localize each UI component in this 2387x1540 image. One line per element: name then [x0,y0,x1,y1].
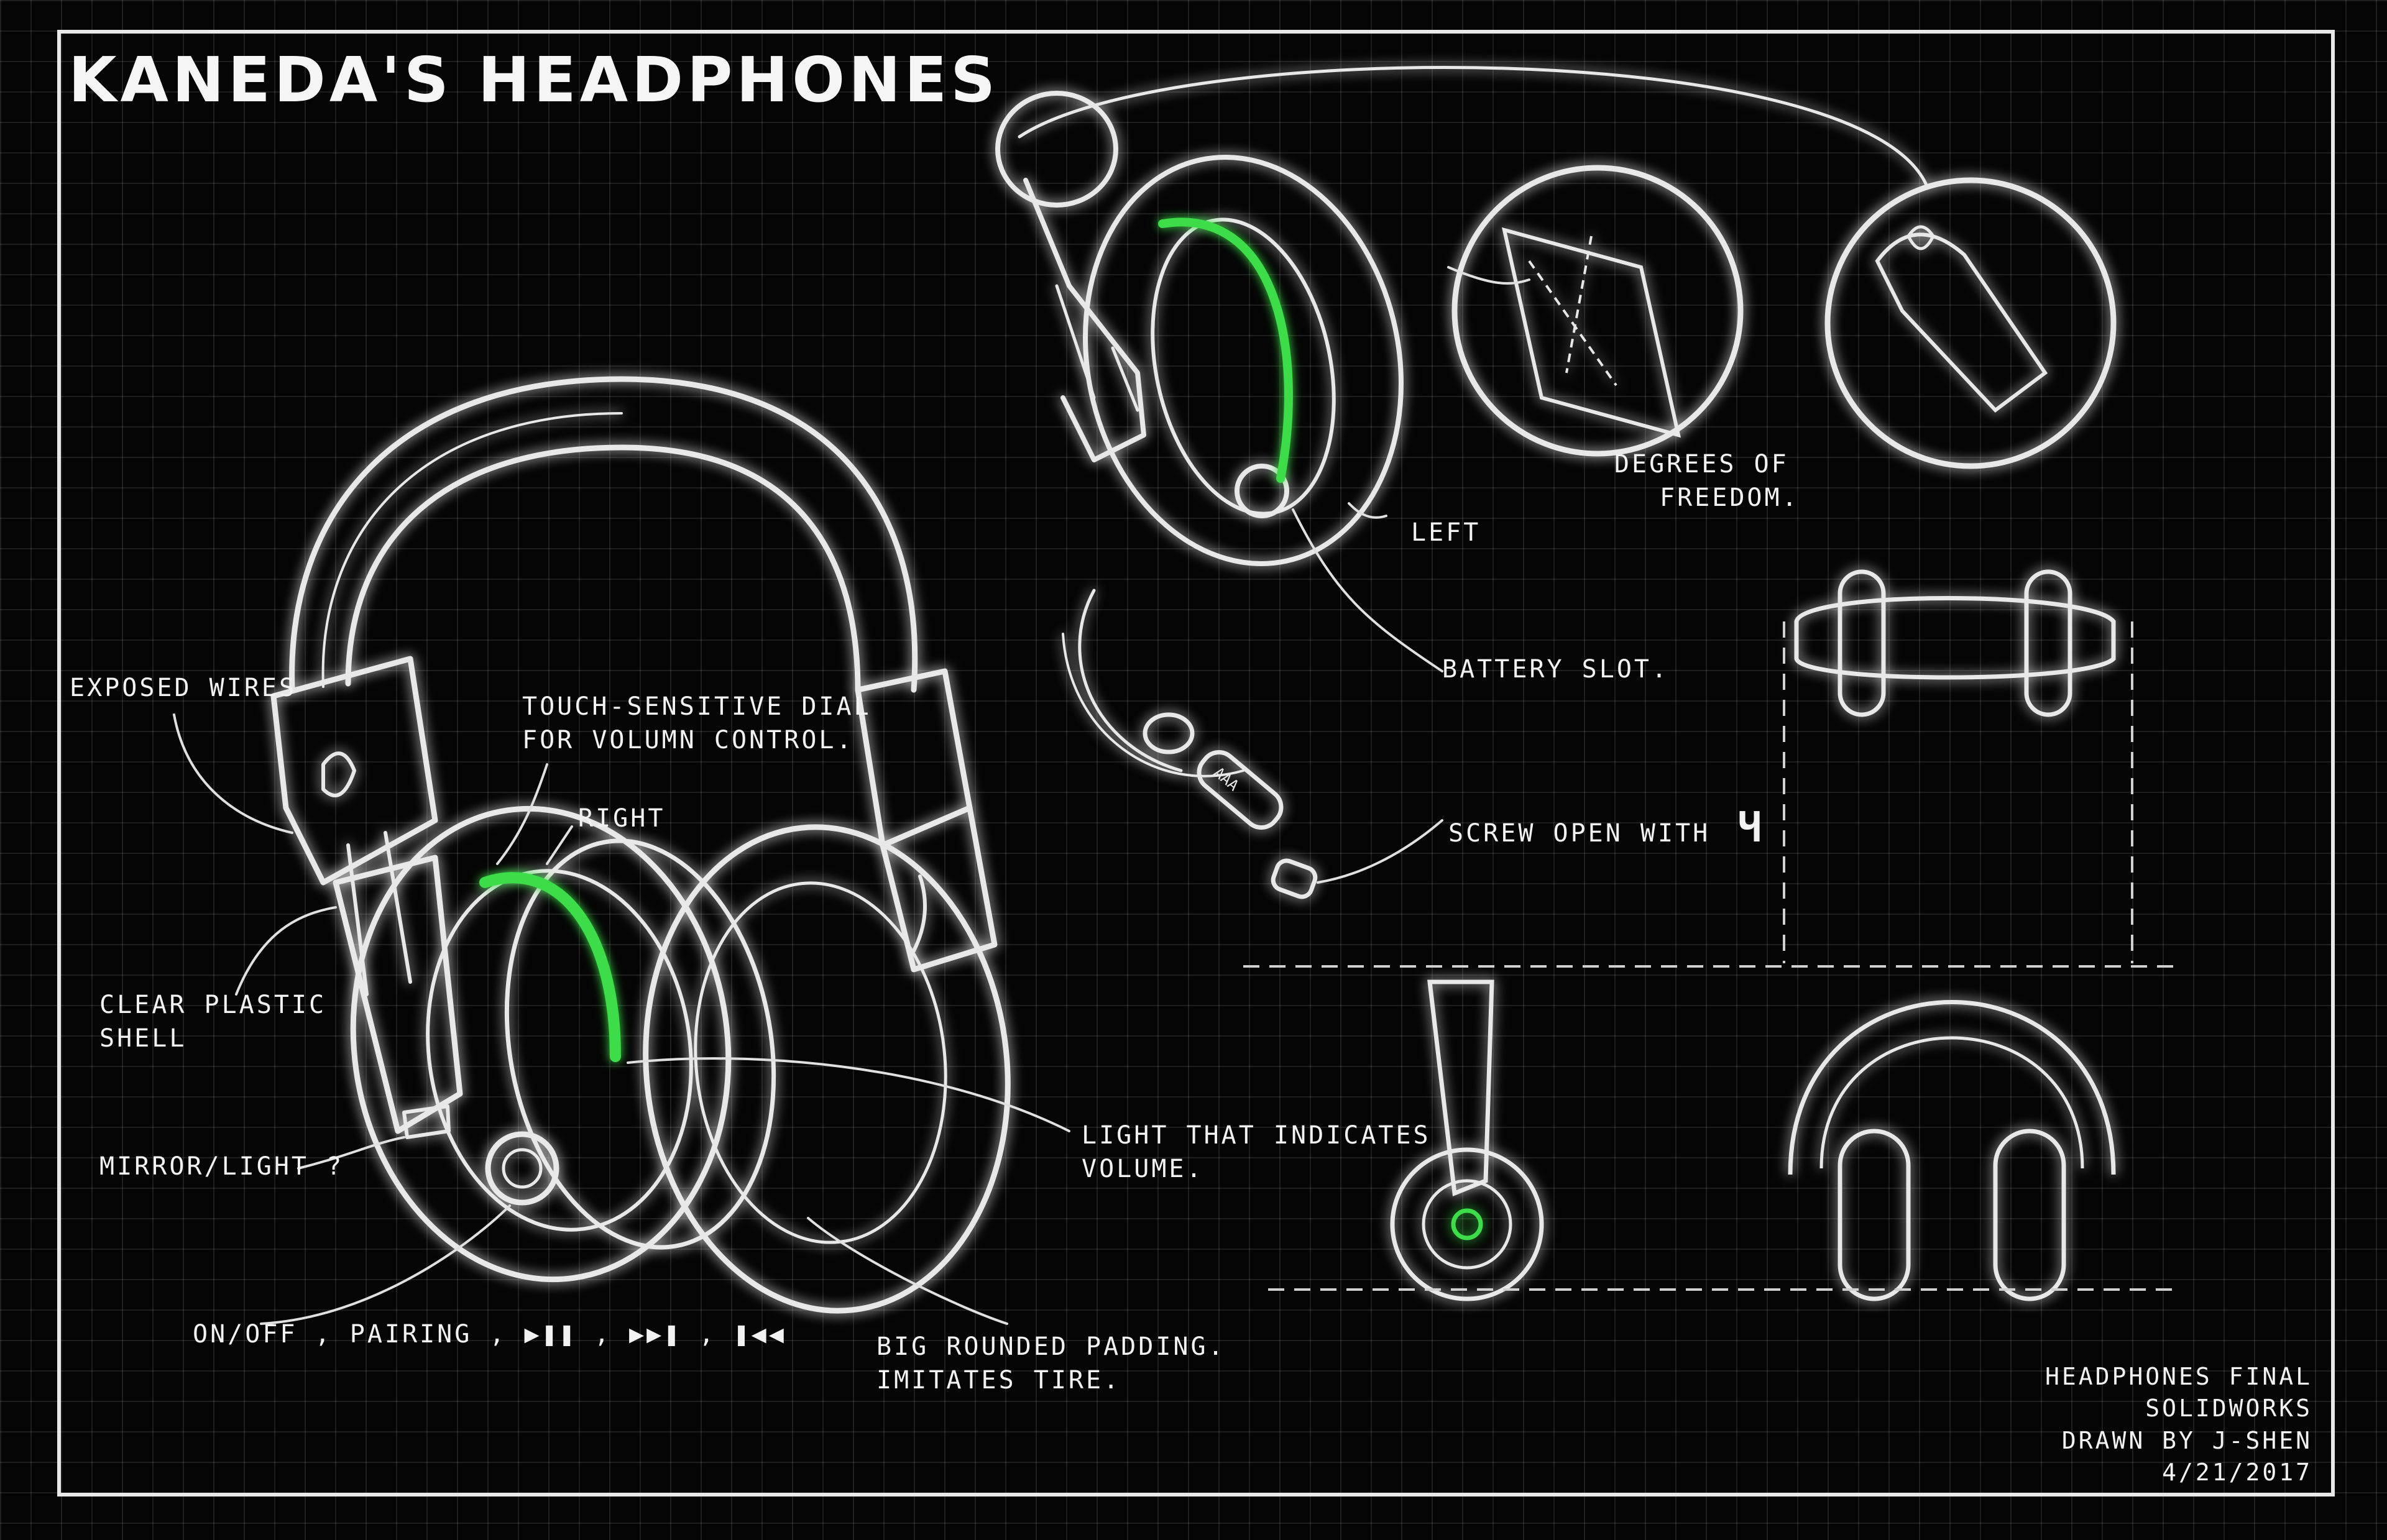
ortho-side-view [1390,979,1544,1301]
label-padding-line1: BIG ROUNDED PADDING. [876,1332,1226,1361]
volume-light-ring [479,872,621,1062]
label-exposed-wires: EXPOSED WIRES [70,674,297,702]
title-block: HEADPHONES FINAL SOLIDWORKS DRAWN BY J-S… [2045,1361,2312,1488]
screwdriver-icon: Ч [1737,805,1764,851]
label-clear-shell-line2: SHELL [99,1024,187,1053]
label-clear-shell-line1: CLEAR PLASTIC [99,991,327,1019]
ortho-front-view [1788,1000,2116,1301]
label-screw-open: SCREW OPEN WITH Ч [1448,802,1764,855]
label-dof-line2: FREEDOM. [1660,484,1800,512]
left-earcup-sketch [995,66,1929,566]
label-light-volume-line1: LIGHT THAT INDICATES [1082,1121,1431,1150]
left-volume-ring [1158,218,1293,483]
label-dof-line1: DEGREES OF [1614,450,1789,479]
battery-text: AAA [1210,764,1243,795]
label-degrees-of-freedom: DEGREES OF FREEDOM. [1604,447,1800,515]
label-clear-shell: CLEAR PLASTIC SHELL [99,988,326,1055]
label-light-volume: LIGHT THAT INDICATES VOLUME. [1082,1119,1431,1186]
construction-lines [1243,621,2176,1291]
title-block-date: 4/21/2017 [2162,1458,2312,1486]
page-title: KANEDA'S HEADPHONES [68,44,1000,116]
label-touch-dial-line1: TOUCH-SENSITIVE DIAL [522,692,872,721]
main-headphones-sketch [270,376,1011,1314]
label-light-volume-line2: VOLUME. [1082,1155,1204,1183]
dof-detail-2 [1824,177,2117,469]
label-screw-open-text: SCREW OPEN WITH [1448,819,1711,848]
label-left: LEFT [1411,518,1481,547]
title-block-line1: HEADPHONES FINAL [2044,1363,2312,1390]
label-touch-dial-line2: FOR VOLUMN CONTROL. [522,726,854,754]
label-on-off: ON/OFF , PAIRING , ▶❚❚ , ▶▶❚ , ❚◀◀ [193,1320,786,1349]
label-touch-dial: TOUCH-SENSITIVE DIAL FOR VOLUMN CONTROL. [522,690,872,757]
dof-detail-1 [1451,165,1744,457]
title-block-line2: SOLIDWORKS [2145,1395,2312,1423]
ortho-top-view [1794,569,2116,717]
label-padding: BIG ROUNDED PADDING. IMITATES TIRE. [876,1330,1226,1397]
label-right: RIGHT [578,804,666,833]
label-battery-slot: BATTERY SLOT. [1442,655,1670,684]
battery-sketch [1062,589,1318,899]
drawing-border [57,30,2335,1496]
label-mirror-light: MIRROR/LIGHT ? [99,1152,344,1181]
leader-lines [173,266,1530,1325]
title-block-drawn-by: DRAWN BY J-SHEN [2061,1426,2312,1454]
label-padding-line2: IMITATES TIRE. [876,1366,1121,1395]
